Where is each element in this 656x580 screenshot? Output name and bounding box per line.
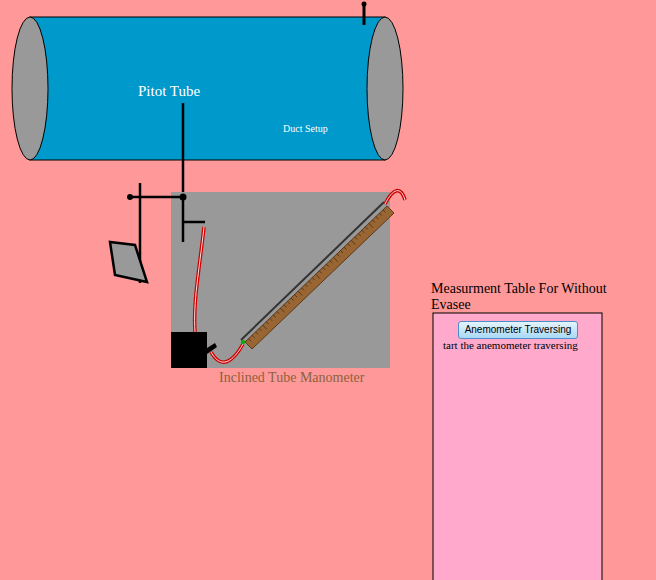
- manometer-shape: [171, 192, 390, 368]
- pitot-tube-label: Pitot Tube: [138, 83, 200, 100]
- manometer-label: Inclined Tube Manometer: [219, 370, 364, 386]
- duct-shape: [12, 17, 404, 160]
- pitot-tube-stem: [182, 160, 185, 192]
- duct-label: Duct Setup: [283, 123, 328, 135]
- table-note: tart the anemometer traversing: [443, 339, 578, 352]
- duct-cylinder: Pitot TubeDuct Setup: [12, 17, 404, 160]
- measurement-table: Anemometer TraversingMeasurment Table Fo…: [430, 281, 616, 580]
- manometer-panel: Inclined Tube Manometer: [171, 192, 390, 390]
- button-label: Anemometer Traversing: [465, 324, 572, 336]
- table-heading: Measurment Table For Without Evasee: [431, 281, 631, 313]
- traversing-button: Anemometer Traversing: [458, 321, 578, 339]
